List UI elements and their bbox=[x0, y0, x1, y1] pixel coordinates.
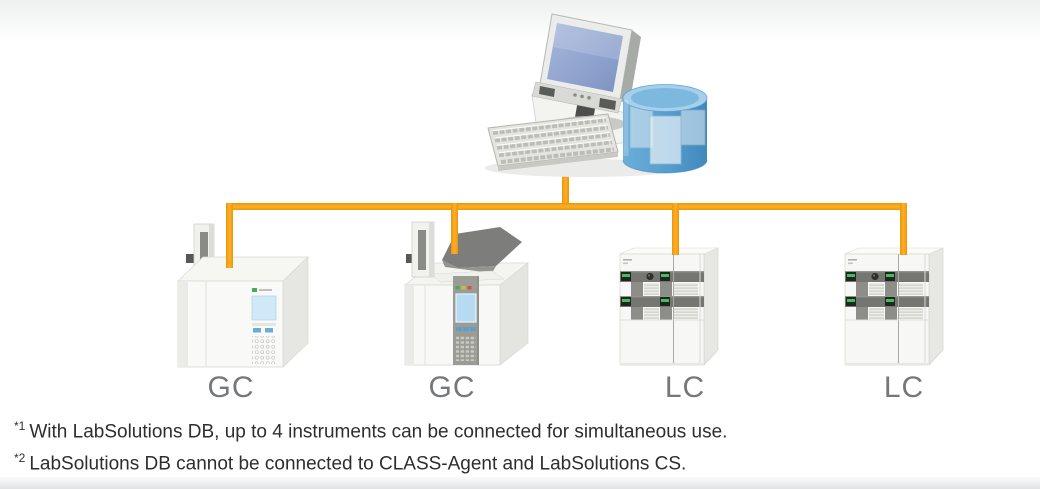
background-top-shade bbox=[0, 0, 1040, 42]
gc-instrument-with-lid-icon bbox=[403, 221, 530, 366]
gc-instrument-icon bbox=[177, 223, 309, 368]
footnote-2-text: LabSolutions DB cannot be connected to C… bbox=[29, 453, 687, 475]
background-bottom-strip bbox=[0, 477, 1040, 489]
network-trunk-line bbox=[562, 150, 569, 207]
instrument-gc-1 bbox=[172, 218, 312, 375]
lc-instrument-icon bbox=[844, 247, 944, 366]
footnote-1-marker: *1 bbox=[14, 419, 26, 433]
footnote-1-text: With LabSolutions DB, up to 4 instrument… bbox=[29, 421, 728, 443]
instrument-gc-2 bbox=[400, 210, 535, 373]
keyboard-icon bbox=[487, 113, 619, 171]
instrument-label-gc-2: GC bbox=[428, 371, 476, 404]
pc-with-database-icon bbox=[485, 13, 708, 177]
network-bus-line bbox=[226, 203, 907, 210]
database-icon bbox=[622, 84, 708, 174]
lc-instrument-icon bbox=[619, 247, 719, 366]
instrument-lc-2 bbox=[841, 244, 953, 373]
instrument-label-lc-1: LC bbox=[664, 371, 706, 404]
instrument-label-gc-1: GC bbox=[207, 371, 255, 404]
gc-autosampler-tower bbox=[406, 221, 435, 278]
instrument-label-lc-2: LC bbox=[883, 371, 925, 404]
gc-control-panel bbox=[251, 288, 277, 364]
gc-control-panel bbox=[453, 276, 479, 365]
network-drop-line-gc-2 bbox=[451, 203, 458, 254]
network-drop-line-lc-2 bbox=[900, 203, 907, 255]
footnote-2-marker: *2 bbox=[14, 451, 26, 465]
instrument-lc-1 bbox=[616, 244, 728, 373]
network-drop-line-gc-1 bbox=[226, 203, 233, 268]
network-drop-line-lc-1 bbox=[672, 203, 679, 255]
